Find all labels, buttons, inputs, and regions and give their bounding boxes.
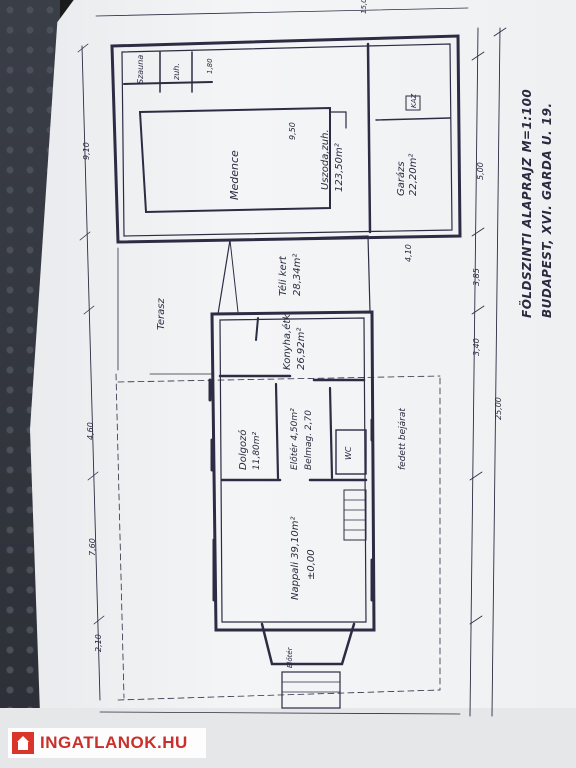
room-label-medence: Medence (228, 150, 241, 200)
room-area-garazs: 22,20m² (408, 153, 419, 196)
room-area-dolgozo: 11,80m² (252, 431, 262, 470)
watermark-text: INGATLANOK.HU (40, 733, 188, 752)
dim-460: 4,60 (86, 422, 95, 440)
room-label-szauna: Szauna (136, 54, 145, 84)
label-fedett-bejarat: fedett bejárat (398, 408, 408, 470)
room-level-nappali: ±0,00 (306, 549, 317, 580)
dim-950: 9,50 (288, 122, 297, 140)
room-label-eloter: Előtér 4,50m² (290, 408, 300, 470)
room-label-garazs: Garázs (396, 161, 407, 196)
room-label-belmag: Belmag. 2,70 (304, 410, 314, 470)
room-area-uszoda: 123,50m² (334, 143, 345, 192)
dim-180: 1,80 (206, 58, 214, 74)
floor-plan-paper (30, 0, 576, 740)
room-label-konyha: Konyha,étk. (282, 310, 293, 370)
room-label-wc: WC (344, 446, 353, 461)
dim-1500: 15,00 (360, 0, 368, 14)
room-label-telikert: Téli kert (278, 256, 289, 296)
room-label-eloter-small: Előtér (286, 647, 294, 668)
dim-340: 3,40 (472, 338, 481, 356)
plan-address: BUDAPEST, XVI. GARDA U. 19. (540, 102, 554, 318)
plan-title: FÖLDSZINTI ALAPRAJZ M=1:100 (520, 88, 534, 318)
room-label-uszoda: Uszoda,zuh. (320, 129, 331, 190)
dim-500: 5,00 (476, 162, 485, 180)
dim-210: 2,10 (94, 634, 103, 652)
dim-2500: 25,00 (494, 397, 503, 420)
room-label-nappali: Nappali 39,10m² (290, 516, 301, 600)
room-label-zuh: zuh. (172, 63, 181, 80)
room-label-dolgozo: Dolgozó (238, 429, 249, 470)
room-label-terasz: Terasz (156, 298, 167, 330)
room-area-telikert: 28,34m² (292, 253, 303, 296)
room-label-kaz: KAZ (410, 93, 418, 108)
dim-410: 4,10 (404, 244, 413, 262)
dim-385: 3,85 (472, 268, 481, 286)
dim-760: 7,60 (88, 538, 97, 556)
watermark: INGATLANOK.HU (8, 728, 206, 758)
house-icon (12, 732, 34, 754)
dim-910: 9,10 (82, 142, 91, 160)
room-area-konyha: 26,92m² (296, 327, 307, 370)
